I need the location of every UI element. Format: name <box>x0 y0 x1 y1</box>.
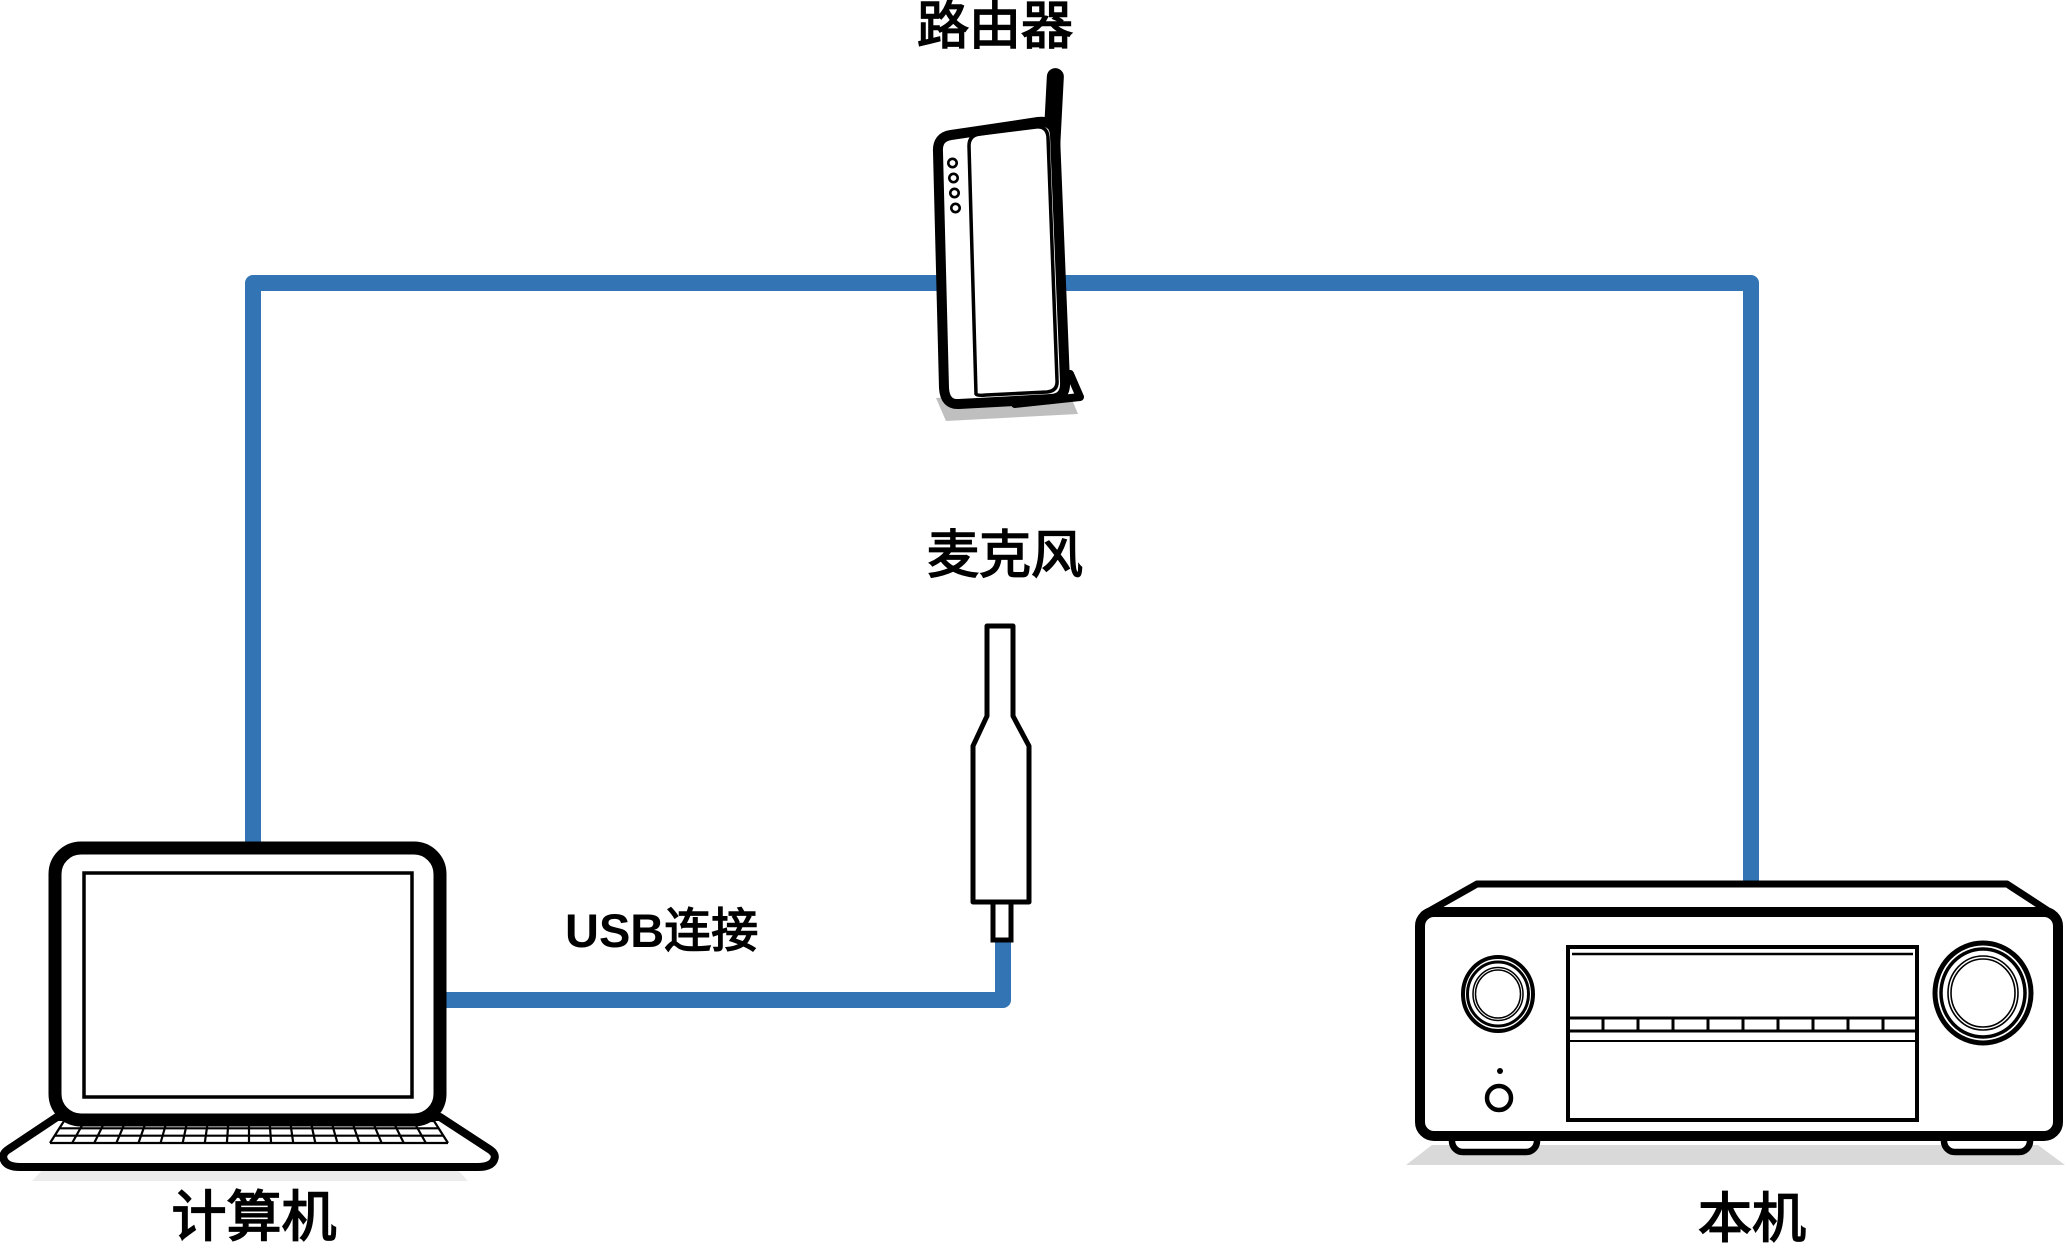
router-front-panel <box>967 125 1059 398</box>
computer-label: 计算机 <box>171 1186 337 1248</box>
receiver-vent-slots <box>1601 1018 1885 1031</box>
router-illustration <box>932 68 1084 421</box>
receiver-shadow <box>1406 1145 2065 1165</box>
receiver-selector-knob <box>1461 955 1535 1033</box>
microphone-plug <box>990 899 1014 943</box>
unit-label: 本机 <box>1698 1189 1806 1248</box>
router-label: 路由器 <box>916 0 1074 56</box>
receiver-volume-knob <box>1932 940 2034 1046</box>
receiver-power-button <box>1484 1083 1514 1113</box>
receiver-display-panel <box>1566 945 1919 1122</box>
microphone-body <box>970 623 1032 905</box>
receiver-illustration <box>1406 880 2065 1165</box>
microphone-label: 麦克风 <box>926 527 1084 585</box>
receiver-power-led <box>1497 1068 1503 1074</box>
usb-connection-label: USB连接 <box>565 904 759 957</box>
router-led-lights <box>946 157 961 214</box>
laptop-screen <box>82 871 414 1099</box>
laptop-illustration <box>0 841 499 1181</box>
cable-usb <box>445 938 1011 1008</box>
microphone-illustration <box>970 623 1032 943</box>
